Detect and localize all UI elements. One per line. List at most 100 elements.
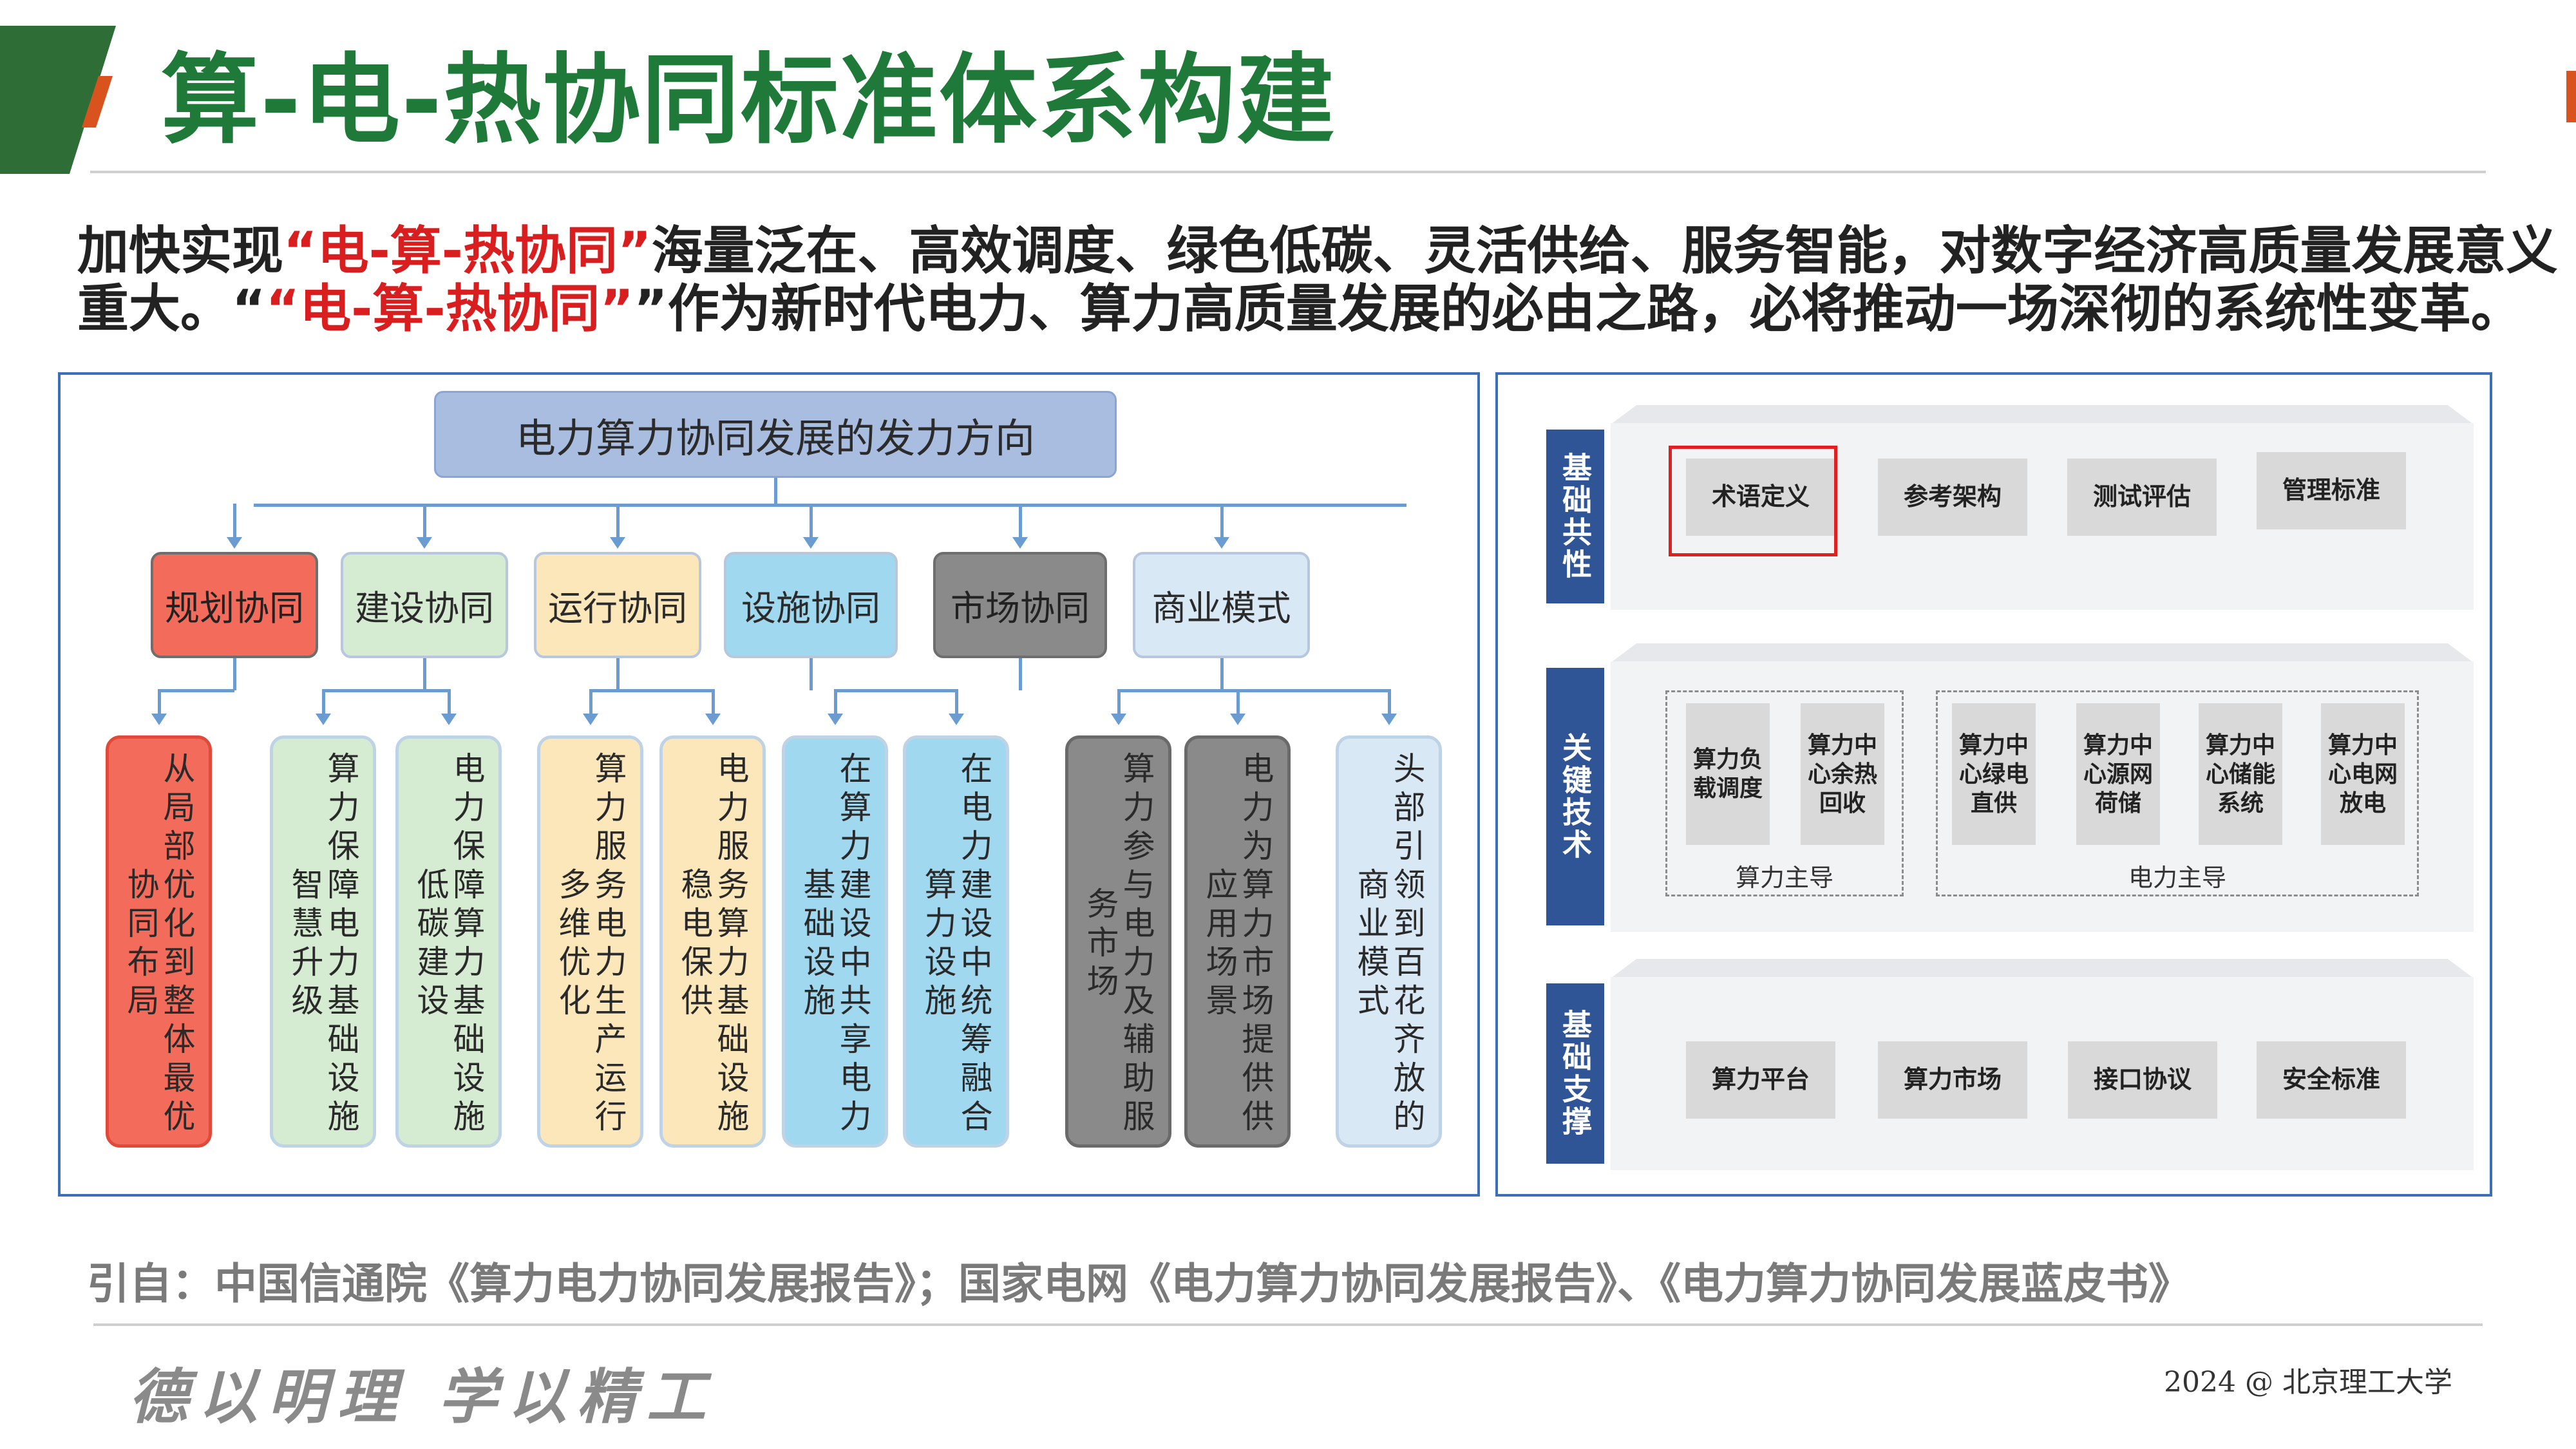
connector [157,689,161,721]
intro-text: 重大。“ [77,279,266,339]
connector [321,689,325,721]
connector [1019,504,1022,542]
connector [254,504,1406,507]
connector [1221,689,1389,692]
connector [1220,658,1224,690]
leaf-6-1: 头部引领到百花齐放的商业模式 [1336,735,1442,1148]
intro-text: 加快实现 [77,221,283,281]
tree-root: 电力算力协同发展的发力方向 [434,391,1117,478]
connector-arrow [315,714,331,725]
intro-line-2: 重大。““电-算-热协同””作为新时代电力、算力高质量发展的必由之路，必将推动一… [77,283,2523,335]
intro-text: ”作为新时代电力、算力高质量发展的必由之路，必将推动一场深彻的系统性变革。 [634,279,2523,339]
group-compute [1665,690,1904,896]
leaf-5-1: 算力参与电力及辅助服务市场 [1065,735,1171,1148]
connector-arrow [1213,537,1229,549]
connector [423,658,426,690]
standards-architecture-panel: 基础共性关键技术基础支撑术语定义参考架构测试评估管理标准算力负载调度算力中心余热… [1495,372,2492,1197]
base-standard-2: 参考架构 [1878,459,2027,536]
connector [158,689,234,692]
connector [835,689,956,692]
intro-line-1: 加快实现“电-算-热协同”海量泛在、高效调度、绿色低碳、灵活供给、服务智能，对数… [77,225,2558,277]
leaf-3-1: 算力服务电力生产运行多维优化 [537,735,643,1148]
layer-label-1: 基础共性 [1546,430,1604,603]
intro-text: 海量泛在、高效调度、绿色低碳、灵活供给、服务智能，对数字经济高质量发展意义 [651,221,2558,281]
category-1: 规划协同 [151,552,318,658]
connector-arrow [610,537,625,549]
layer-label-3: 基础支撑 [1546,983,1604,1164]
connector-arrow [582,714,598,725]
support-standard-1: 算力平台 [1686,1041,1835,1119]
key-tech-compute-2: 算力中心余热回收 [1801,703,1884,845]
connector [447,689,451,721]
leaf-1-1: 从局部优化到整体最优协同布局 [106,735,212,1148]
leaf-2-2: 电力保障算力基础设施低碳建设 [395,735,502,1148]
layer-label-2: 关键技术 [1546,668,1604,925]
leaf-2-1: 算力保障电力基础设施智慧升级 [270,735,376,1148]
connector [1236,689,1240,721]
category-5: 市场协同 [933,552,1107,658]
direction-tree-panel: 电力算力协同发展的发力方向规划协同从局部优化到整体最优协同布局 建设协同算力保障电… [58,372,1480,1197]
connector [590,689,713,692]
support-standard-3: 接口协议 [2068,1041,2217,1119]
base-standard-4: 管理标准 [2257,452,2406,529]
footer-divider [93,1323,2483,1326]
category-3: 运行协同 [534,552,701,658]
connector-arrow [803,537,819,549]
key-tech-power-4: 算力中心电网放电 [2321,703,2405,845]
support-standard-4: 安全标准 [2257,1041,2406,1119]
connector [1387,689,1391,721]
connector [1220,504,1224,542]
group-power [1936,690,2419,896]
support-standard-2: 算力市场 [1878,1041,2027,1119]
connector [1019,658,1022,690]
connector-arrow [1012,537,1028,549]
key-tech-power-2: 算力中心源网荷储 [2076,703,2160,845]
connector [810,658,813,690]
leaf-5-2: 电力为算力市场提供供应用场景 [1184,735,1291,1148]
connector [954,689,958,721]
connector [233,504,236,542]
page-title: 算-电-热协同标准体系构建 [161,43,1336,157]
leaf-3-2: 电力服务算力基础设施稳电保供 [659,735,766,1148]
connector [616,504,620,542]
key-tech-power-3: 算力中心储能系统 [2199,703,2282,845]
connector-arrow [151,714,167,725]
category-6: 商业模式 [1133,552,1310,658]
layer-top-3 [1611,959,2474,978]
base-standard-3: 测试评估 [2067,459,2217,536]
university-motto: 德以明理 学以精工 [129,1362,717,1432]
connector-arrow [705,714,721,725]
connector [423,504,426,542]
header-divider [90,171,2486,173]
citation: 引自：中国信通院《算力电力协同发展报告》；国家电网《电力算力协同发展报告》、《电… [87,1259,2191,1309]
connector [711,689,715,721]
connector [833,689,837,721]
connector-arrow [417,537,432,549]
group-caption-power: 电力主导 [2128,864,2226,892]
group-caption-compute: 算力主导 [1735,864,1833,892]
connector [323,689,449,692]
connector-arrow [827,714,843,725]
connector-arrow [1381,714,1397,725]
layer-top-1 [1611,405,2474,424]
connector-arrow [1110,714,1126,725]
leaf-4-1: 在算力建设中共享电力基础设施 [782,735,888,1148]
intro-highlight: “电-算-热协同” [265,279,634,339]
layer-top-2 [1611,643,2474,663]
category-4: 设施协同 [724,552,898,658]
right-edge-accent [2566,71,2576,122]
key-tech-power-1: 算力中心绿电直供 [1952,703,2036,845]
connector [810,504,813,542]
connector [1117,689,1121,721]
category-2: 建设协同 [341,552,508,658]
connector [616,658,620,690]
connector-arrow [440,714,457,725]
connector [774,478,777,505]
connector [1118,689,1238,692]
connector [589,689,592,721]
intro-highlight: “电-算-热协同” [283,221,652,281]
leaf-4-2: 在电力建设中统筹融合算力设施 [903,735,1009,1148]
connector-arrow [227,537,242,549]
footer-copyright: 2024 @ 北京理工大学 [2164,1366,2452,1399]
connector [233,658,236,690]
